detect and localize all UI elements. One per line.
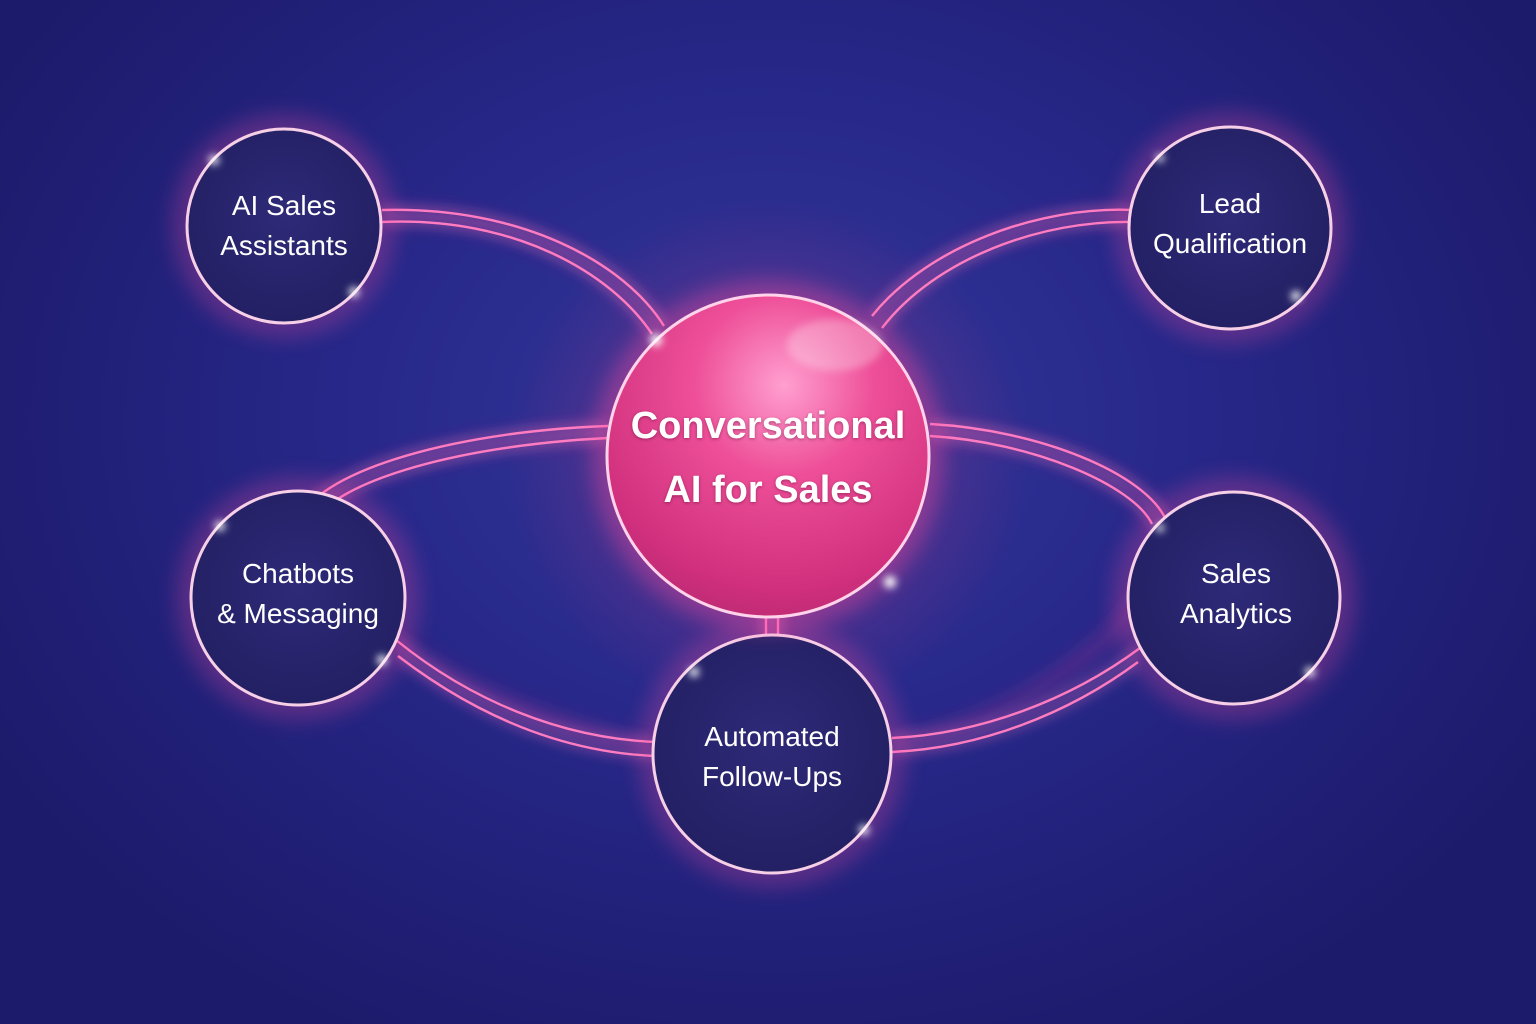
node-lead-qualification — [1114, 112, 1346, 344]
hub-highlight — [787, 319, 883, 371]
sparkles — [209, 154, 1315, 835]
node-automated-follow-ups-circle — [651, 633, 893, 875]
node-lead-qualification-circle — [1127, 125, 1333, 331]
node-ai-sales-assistants — [172, 114, 396, 338]
node-ai-sales-assistants-circle — [185, 127, 383, 325]
node-chatbots-messaging — [176, 476, 420, 720]
connector-ai-sales-assistants — [381, 208, 666, 327]
node-automated-follow-ups — [638, 620, 906, 888]
hub-circle — [605, 293, 931, 619]
connector-lead-qualification — [871, 208, 1133, 317]
node-sales-analytics — [1112, 476, 1356, 720]
connector-sales-analytics — [929, 422, 1168, 521]
node-chatbots-messaging-circle — [189, 489, 407, 707]
node-sales-analytics-circle — [1126, 490, 1342, 706]
hub-node — [592, 280, 944, 632]
